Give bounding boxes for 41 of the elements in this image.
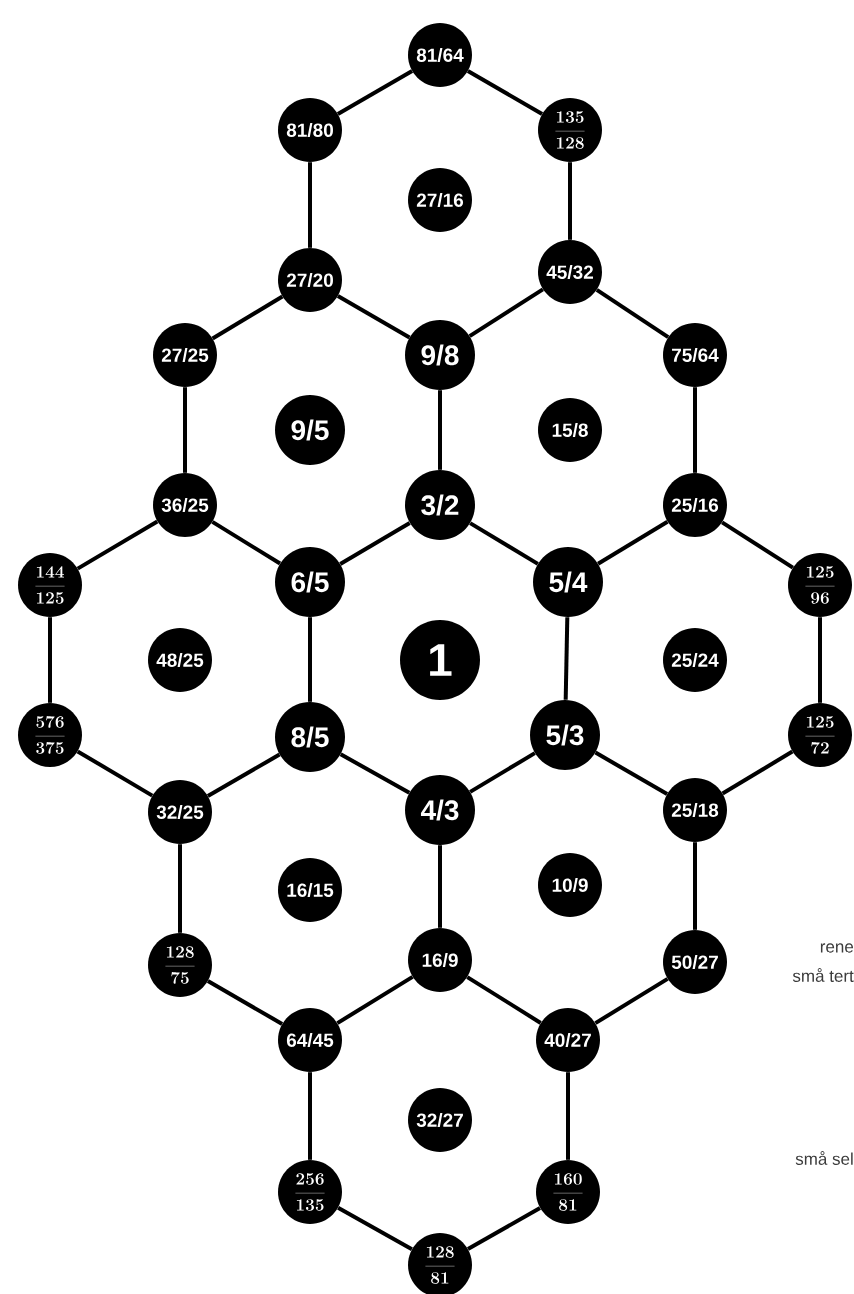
connector-line — [595, 288, 670, 339]
connector-line — [438, 845, 442, 928]
connector-line — [721, 749, 794, 796]
connector-line — [466, 1206, 541, 1251]
connector-line — [339, 752, 411, 795]
connector-line — [693, 387, 697, 473]
connector-line — [211, 520, 282, 566]
connector-line — [76, 749, 154, 798]
connector-line — [469, 521, 539, 566]
connector-line — [339, 521, 411, 566]
connector-line — [818, 617, 822, 703]
connector-line — [597, 520, 669, 566]
connector-line — [566, 1072, 570, 1160]
connector-line — [336, 294, 411, 340]
connector-line — [568, 162, 572, 240]
connector-line — [206, 752, 281, 798]
connector-line — [206, 979, 284, 1026]
connector-line — [693, 842, 697, 930]
connector-line — [308, 617, 312, 702]
connector-line — [183, 387, 187, 473]
connector-line — [594, 977, 669, 1025]
connector-line — [721, 520, 794, 570]
side-text: små sel — [795, 1151, 853, 1165]
connector-line — [178, 844, 182, 933]
connector-line — [76, 519, 159, 571]
side-text: små tert — [792, 968, 854, 982]
connector-line — [336, 69, 414, 116]
connector-line — [438, 390, 442, 470]
connector-line — [466, 69, 544, 116]
connector-line — [308, 162, 312, 248]
connector-line — [48, 617, 52, 703]
connector-line — [594, 750, 669, 796]
connector-line — [308, 1072, 312, 1160]
connector-line — [563, 617, 570, 700]
side-text: rene — [820, 943, 854, 953]
connector-line — [468, 287, 544, 338]
connector-line — [211, 294, 284, 341]
connector-line — [466, 975, 542, 1025]
connector-line — [469, 751, 536, 794]
connector-line — [337, 1206, 413, 1251]
connector-line — [336, 975, 414, 1025]
